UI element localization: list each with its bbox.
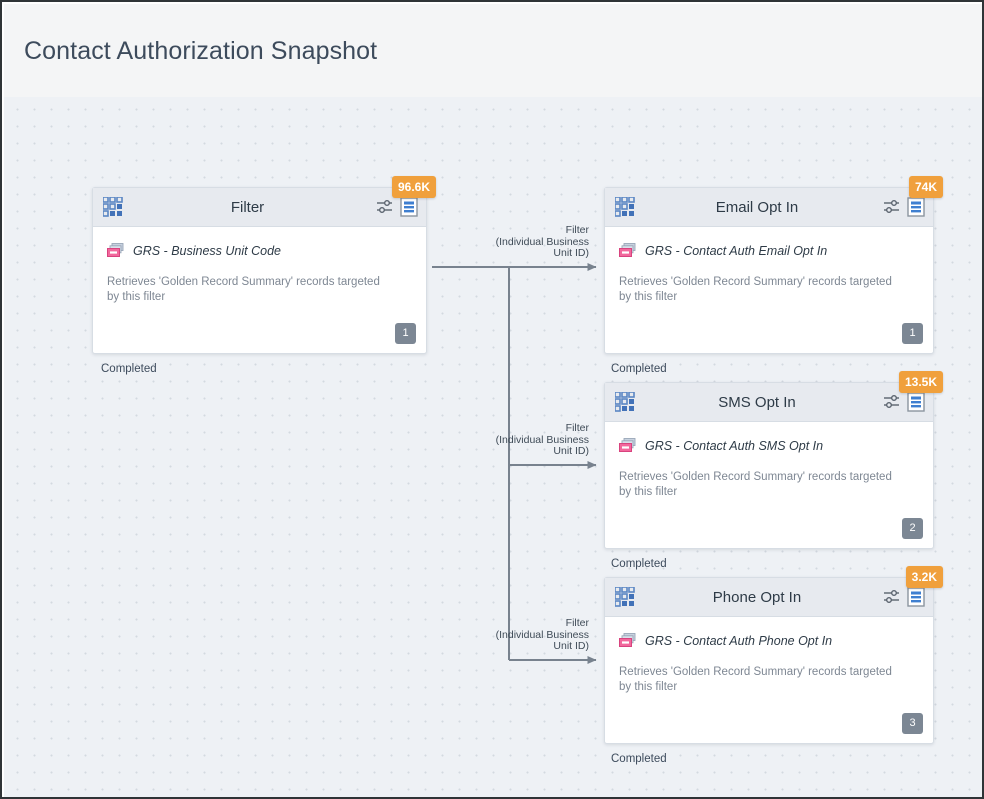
- edge-label-phone: Filter (Individual Business Unit ID): [495, 617, 589, 652]
- sliders-icon[interactable]: [883, 198, 901, 216]
- node-phone-opt-in-description: Retrieves 'Golden Record Summary' record…: [619, 666, 892, 693]
- data-stack-icon: [619, 633, 636, 647]
- node-email-opt-in-source-row: GRS - Contact Auth Email Opt In: [619, 243, 919, 258]
- node-sms-opt-in-source-row: GRS - Contact Auth SMS Opt In: [619, 438, 919, 453]
- edge-label-sms: Filter (Individual Business Unit ID): [495, 422, 589, 457]
- page-title: Contact Authorization Snapshot: [24, 37, 378, 65]
- node-phone-opt-in-status: Completed: [611, 753, 667, 765]
- node-filter-title: Filter: [230, 198, 265, 216]
- node-email-opt-in-title: Email Opt In: [715, 198, 799, 216]
- sliders-icon[interactable]: [883, 588, 901, 606]
- grid-3x3-icon: [615, 392, 635, 412]
- document-icon[interactable]: [907, 587, 925, 607]
- node-filter-sequence-badge: 1: [395, 323, 416, 344]
- node-filter-description: Retrieves 'Golden Record Summary' record…: [107, 276, 380, 303]
- page-header: Contact Authorization Snapshot: [4, 4, 982, 97]
- node-phone-opt-in-header[interactable]: Phone Opt In 3.2K: [605, 566, 943, 617]
- node-phone-opt-in-source-row: GRS - Contact Auth Phone Opt In: [619, 633, 919, 648]
- node-sms-opt-in-status: Completed: [611, 558, 667, 570]
- node-filter-count-badge: 96.6K: [391, 176, 436, 198]
- node-email-opt-in-body: GRS - Contact Auth Email Opt In Retrieve…: [605, 227, 933, 353]
- node-sms-opt-in-count-badge: 13.5K: [898, 371, 943, 393]
- node-phone-opt-in-title: Phone Opt In: [712, 588, 802, 606]
- document-icon[interactable]: [907, 392, 925, 412]
- sliders-icon[interactable]: [883, 393, 901, 411]
- document-icon[interactable]: [400, 197, 418, 217]
- node-email-opt-in-header[interactable]: Email Opt In 74K: [605, 176, 943, 227]
- grid-3x3-icon: [615, 197, 635, 217]
- node-sms-opt-in-header[interactable]: SMS Opt In 13.5K: [605, 371, 943, 422]
- node-sms-opt-in-body: GRS - Contact Auth SMS Opt In Retrieves …: [605, 422, 933, 548]
- node-phone-opt-in[interactable]: Phone Opt In 3.2K: [604, 566, 943, 744]
- node-phone-opt-in-count-badge: 3.2K: [905, 566, 943, 588]
- node-phone-opt-in-sequence-badge: 3: [902, 713, 923, 734]
- node-sms-opt-in-title: SMS Opt In: [718, 393, 796, 411]
- node-filter-source-row: GRS - Business Unit Code: [107, 243, 412, 258]
- diagram-canvas[interactable]: Filter (Individual Business Unit ID) Fil…: [4, 97, 982, 797]
- node-email-opt-in-description: Retrieves 'Golden Record Summary' record…: [619, 276, 892, 303]
- grid-3x3-icon: [103, 197, 123, 217]
- document-icon[interactable]: [907, 197, 925, 217]
- data-stack-icon: [619, 243, 636, 257]
- node-email-opt-in-sequence-badge: 1: [902, 323, 923, 344]
- node-email-opt-in-status: Completed: [611, 363, 667, 375]
- node-sms-opt-in[interactable]: SMS Opt In 13.5K: [604, 371, 943, 549]
- node-sms-opt-in-source: GRS - Contact Auth SMS Opt In: [645, 438, 824, 453]
- node-filter-body: GRS - Business Unit Code Retrieves 'Gold…: [93, 227, 426, 353]
- node-filter[interactable]: Filter 96.6K: [92, 176, 436, 354]
- data-stack-icon: [107, 243, 124, 257]
- node-email-opt-in-source: GRS - Contact Auth Email Opt In: [645, 243, 828, 258]
- node-filter-status: Completed: [101, 363, 157, 375]
- edge-label-email: Filter (Individual Business Unit ID): [495, 224, 589, 259]
- node-filter-source: GRS - Business Unit Code: [133, 243, 281, 258]
- node-sms-opt-in-description: Retrieves 'Golden Record Summary' record…: [619, 471, 892, 498]
- grid-3x3-icon: [615, 587, 635, 607]
- node-phone-opt-in-body: GRS - Contact Auth Phone Opt In Retrieve…: [605, 617, 933, 743]
- node-sms-opt-in-sequence-badge: 2: [902, 518, 923, 539]
- data-stack-icon: [619, 438, 636, 452]
- node-email-opt-in-count-badge: 74K: [908, 176, 943, 198]
- node-email-opt-in[interactable]: Email Opt In 74K: [604, 176, 943, 354]
- sliders-icon[interactable]: [376, 198, 394, 216]
- node-filter-header[interactable]: Filter 96.6K: [93, 176, 436, 227]
- node-phone-opt-in-source: GRS - Contact Auth Phone Opt In: [645, 633, 833, 648]
